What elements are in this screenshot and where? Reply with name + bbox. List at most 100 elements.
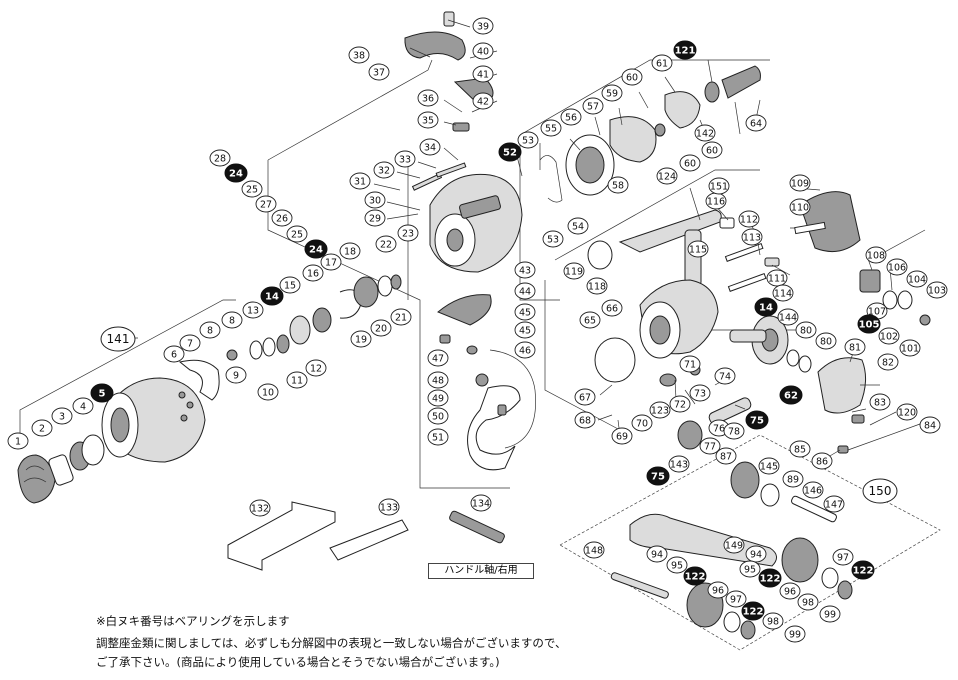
part-112-label: 112 xyxy=(740,214,758,225)
part-97b-label: 97 xyxy=(837,552,849,563)
part-66-circle xyxy=(601,299,623,317)
part-143-circle xyxy=(668,455,690,473)
part-151-circle xyxy=(708,177,730,195)
part-134-label: 134 xyxy=(472,498,490,509)
part-73-label: 73 xyxy=(694,388,706,399)
part-123-label: 123 xyxy=(651,405,669,416)
shim-note-line-1: 調整座金類に関しましては、必ずしも分解図中の表現と一致しない場合がございますので… xyxy=(96,636,567,650)
svg-text:141: 141 xyxy=(107,332,130,346)
part-115-label: 115 xyxy=(689,244,707,255)
part-84-circle xyxy=(919,416,941,434)
bearing-b105-circle xyxy=(857,314,881,334)
part-43-label: 43 xyxy=(519,265,531,276)
part-49-label: 49 xyxy=(432,393,444,404)
part-21-label: 21 xyxy=(395,312,407,323)
rotor-assembly-drawing xyxy=(404,11,536,471)
part-78-circle xyxy=(723,422,745,440)
part-113-label: 113 xyxy=(743,232,761,243)
part-144-label: 144 xyxy=(779,312,797,323)
part-108-circle xyxy=(865,246,887,264)
bearing-b121-circle xyxy=(673,40,697,60)
bearing-b24b-label: 24 xyxy=(309,245,323,256)
bearing-b75a-circle xyxy=(745,410,769,430)
bearing-b121-label: 121 xyxy=(675,46,696,57)
part-23-circle xyxy=(397,224,419,242)
part-145-label: 145 xyxy=(760,461,778,472)
part-144-circle xyxy=(777,308,799,326)
part-82-label: 82 xyxy=(882,357,894,368)
part-146-circle xyxy=(802,481,824,499)
part-31-circle xyxy=(349,172,371,190)
tool-drawings xyxy=(227,501,505,571)
part-98a-circle xyxy=(762,612,784,630)
part-74-circle xyxy=(714,367,736,385)
part-46-label: 46 xyxy=(519,345,531,356)
part-3-circle xyxy=(51,407,73,425)
handle-shaft-label: ハンドル軸/右用 xyxy=(428,563,534,579)
part-25a-circle xyxy=(241,180,263,198)
part-132-label: 132 xyxy=(251,503,269,514)
part-78-label: 78 xyxy=(728,426,740,437)
part-97b-circle xyxy=(832,548,854,566)
part-114-circle xyxy=(772,284,794,302)
part-2-circle xyxy=(31,419,53,437)
part-44-circle xyxy=(514,282,536,300)
part-142-label: 142 xyxy=(696,128,714,139)
part-111-circle xyxy=(766,269,788,287)
part-13-circle xyxy=(242,301,264,319)
part-89-circle xyxy=(782,470,804,488)
part-50-circle xyxy=(427,407,449,425)
part-148-circle xyxy=(583,541,605,559)
part-9-circle xyxy=(225,366,247,384)
part-68-circle xyxy=(574,411,596,429)
part-4-circle xyxy=(72,397,94,415)
part-42-label: 42 xyxy=(477,96,489,107)
part-12-circle xyxy=(305,359,327,377)
part-83-circle xyxy=(869,393,891,411)
part-80b-label: 80 xyxy=(820,336,832,347)
part-51-label: 51 xyxy=(432,432,444,443)
part-18-label: 18 xyxy=(344,246,356,257)
part-2-label: 2 xyxy=(39,423,45,434)
part-103-label: 103 xyxy=(928,285,946,296)
part-120-label: 120 xyxy=(898,407,916,418)
part-53b-label: 53 xyxy=(547,234,559,245)
part-10-label: 10 xyxy=(262,387,274,398)
part-110-circle xyxy=(789,198,811,216)
part-74-label: 74 xyxy=(719,371,731,382)
part-41-label: 41 xyxy=(477,69,489,80)
part-134-circle xyxy=(470,494,492,512)
part-87-circle xyxy=(715,447,737,465)
part-60b-circle xyxy=(679,154,701,172)
bearing-b24b-circle xyxy=(304,239,328,259)
part-113-circle xyxy=(741,228,763,246)
bearing-note: ※白ヌキ番号はベアリングを示します xyxy=(96,614,290,628)
part-15-circle xyxy=(279,276,301,294)
part-96a-label: 96 xyxy=(712,585,724,596)
part-81-label: 81 xyxy=(849,342,861,353)
part-96b-circle xyxy=(779,582,801,600)
handle-assembly-drawing xyxy=(610,461,853,640)
part-149-circle xyxy=(723,536,745,554)
part-67-label: 67 xyxy=(579,392,591,403)
part-59-circle xyxy=(601,84,623,102)
part-36-circle xyxy=(417,89,439,107)
part-101-label: 101 xyxy=(901,343,919,354)
part-30-circle xyxy=(364,191,386,209)
part-118-circle xyxy=(586,277,608,295)
part-86-circle xyxy=(811,452,833,470)
part-1-label: 1 xyxy=(15,436,21,447)
part-132-circle xyxy=(249,499,271,517)
part-124-label: 124 xyxy=(658,171,676,182)
part-22-circle xyxy=(375,235,397,253)
part-55-label: 55 xyxy=(545,123,557,134)
part-143-label: 143 xyxy=(670,459,688,470)
part-120-circle xyxy=(896,403,918,421)
part-55-circle xyxy=(540,119,562,137)
part-57-label: 57 xyxy=(587,101,599,112)
bearing-b52-label: 52 xyxy=(503,148,517,159)
part-97a-circle xyxy=(725,590,747,608)
part-30-label: 30 xyxy=(369,195,381,206)
